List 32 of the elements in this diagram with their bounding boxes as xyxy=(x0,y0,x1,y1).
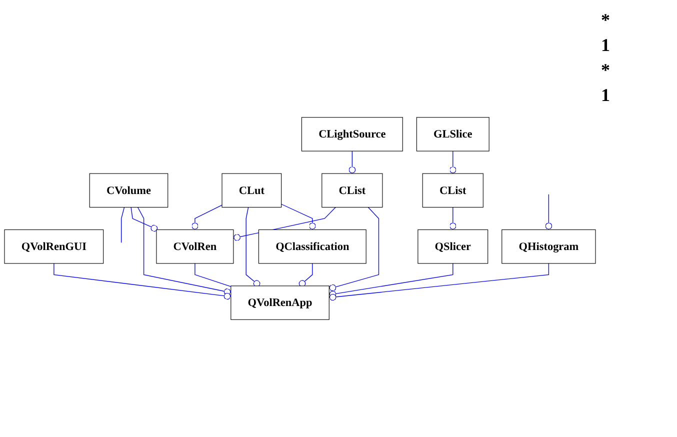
connector xyxy=(298,263,313,287)
node-box: QVolRenApp xyxy=(230,286,330,320)
connector xyxy=(449,206,456,230)
connector xyxy=(328,263,454,298)
node-box: CLut xyxy=(222,173,282,208)
connector xyxy=(280,204,316,230)
connector xyxy=(348,150,356,174)
node-box: QClassification xyxy=(258,229,366,264)
connector xyxy=(194,263,232,287)
node-box: QSlicer xyxy=(418,229,488,264)
node-box: CList xyxy=(422,173,484,208)
connector xyxy=(246,206,260,287)
multiplicity-label: 1 xyxy=(601,85,611,106)
connector xyxy=(545,194,552,230)
node-box: CVolRen xyxy=(156,229,234,264)
node-box: GLSlice xyxy=(416,117,490,152)
multiplicity-label: * xyxy=(601,60,611,81)
connector xyxy=(328,263,550,301)
multiplicity-label: * xyxy=(601,10,611,31)
connector xyxy=(192,204,222,230)
node-box: CLightSource xyxy=(301,117,403,152)
node-box: QVolRenGUI xyxy=(4,229,104,264)
connector xyxy=(449,150,456,174)
connector xyxy=(120,206,125,243)
connector xyxy=(328,206,380,292)
connector xyxy=(137,206,232,296)
connector xyxy=(130,206,158,232)
multiplicity-label: 1 xyxy=(601,35,611,56)
node-box: QHistogram xyxy=(502,229,596,264)
connector xyxy=(54,263,232,300)
node-box: CVolume xyxy=(89,173,168,208)
node-box: CList xyxy=(322,173,383,208)
